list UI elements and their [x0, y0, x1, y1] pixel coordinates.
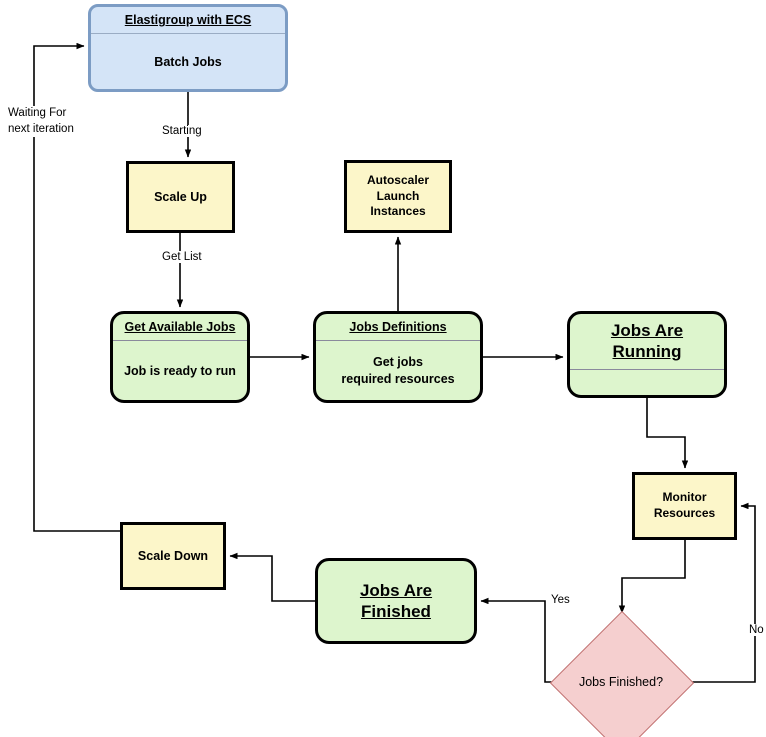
- node-jobs-definitions-divider: [316, 340, 480, 341]
- node-autoscaler-line1: Autoscaler: [366, 173, 430, 188]
- node-jobs-are-running-body: [570, 370, 724, 396]
- node-autoscaler-line3: Instances: [370, 204, 426, 219]
- node-scale-up-label: Scale Up: [154, 190, 207, 204]
- node-scale-down-label: Scale Down: [137, 549, 209, 563]
- edge-label-waiting-line2: next iteration: [8, 122, 74, 135]
- node-autoscaler-launch-instances[interactable]: Autoscaler Launch Instances: [344, 160, 452, 233]
- node-jobs-are-running-divider: [570, 368, 724, 370]
- node-elastigroup-title: Elastigroup with ECS: [124, 13, 252, 27]
- node-jobs-are-finished-line1: Jobs Are: [359, 580, 433, 600]
- decision-label: Jobs Finished?: [578, 675, 664, 689]
- node-jobs-are-running-line1: Jobs Are: [610, 321, 684, 340]
- edge-label-starting: Starting: [160, 125, 204, 137]
- node-jobs-are-running-line2: Running: [612, 342, 682, 362]
- node-jobs-definitions-line1: Get jobs: [372, 354, 423, 369]
- node-jobs-are-running[interactable]: Jobs Are Running: [567, 311, 727, 398]
- node-jobs-are-finished-line2: Finished: [361, 602, 431, 621]
- node-monitor-resources[interactable]: Monitor Resources: [632, 472, 737, 540]
- node-jobs-definitions-body: Get jobs required resources: [316, 341, 480, 400]
- node-get-available-jobs[interactable]: Get Available Jobs Job is ready to run: [110, 311, 250, 403]
- node-elastigroup-divider: [91, 33, 285, 34]
- edge-label-get-list: Get List: [160, 251, 204, 263]
- node-get-available-jobs-divider: [113, 340, 247, 341]
- edge-jobsrunning-to-monitor: [646, 398, 689, 469]
- node-autoscaler-label: Autoscaler Launch Instances: [347, 163, 449, 230]
- node-elastigroup-with-ecs[interactable]: Elastigroup with ECS Batch Jobs: [88, 4, 288, 92]
- edge-monitor-to-decision: [618, 540, 686, 614]
- node-jobs-are-finished[interactable]: Jobs Are Finished: [315, 558, 477, 644]
- node-scale-down[interactable]: Scale Down: [120, 522, 226, 590]
- node-jobs-are-running-title: Jobs Are Running: [570, 314, 724, 369]
- node-scale-up[interactable]: Scale Up: [126, 161, 235, 233]
- edge-label-waiting-for-next-iteration: Waiting For next iteration: [6, 106, 76, 138]
- node-autoscaler-line2: Launch: [376, 188, 420, 203]
- node-jobs-definitions-line2: required resources: [341, 371, 455, 386]
- node-jobs-definitions[interactable]: Jobs Definitions Get jobs required resou…: [313, 311, 483, 403]
- node-get-available-jobs-title: Get Available Jobs: [124, 320, 236, 334]
- edge-label-waiting-line1: Waiting For: [8, 107, 67, 119]
- edge-decision-yes-to-jobsfinished: [480, 597, 556, 683]
- node-monitor-resources-line2: Resources: [653, 506, 716, 520]
- node-jobs-definitions-title: Jobs Definitions: [349, 320, 447, 334]
- node-decision-jobs-finished[interactable]: Jobs Finished?: [549, 610, 695, 737]
- edge-label-yes: Yes: [549, 594, 572, 606]
- edge-jobsfinished-to-scaledown: [229, 552, 315, 602]
- node-elastigroup-body: Batch Jobs: [154, 54, 222, 69]
- node-monitor-resources-line1: Monitor: [662, 490, 707, 505]
- node-jobs-are-finished-title: Jobs Are Finished: [318, 580, 474, 623]
- edge-label-no: No: [747, 624, 766, 636]
- node-monitor-resources-label: Monitor Resources: [635, 475, 734, 537]
- node-get-available-jobs-body: Job is ready to run: [124, 363, 236, 378]
